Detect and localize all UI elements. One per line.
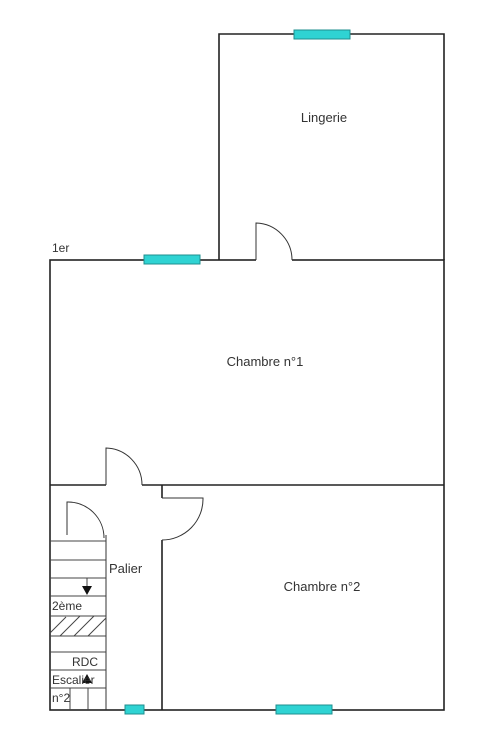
door-swing-chambre1: [105, 447, 143, 486]
window-chambre2-bottom: [275, 704, 333, 715]
doors: [66, 222, 293, 541]
stair-name-line1: Escalier: [52, 673, 95, 687]
window-lingerie-top: [293, 29, 351, 40]
stair-cut-hatch: [49, 615, 107, 637]
room-label-palier: Palier: [109, 561, 143, 576]
door-openings: [106, 258, 292, 540]
lingerie-walls: [218, 33, 445, 260]
walls: [49, 33, 445, 711]
room-label-chambre1: Chambre n°1: [227, 354, 304, 369]
labels: 1er Lingerie Chambre n°1 Chambre n°2 Pal…: [52, 110, 360, 705]
floor-label: 1er: [52, 241, 69, 255]
down-arrow-icon: [82, 586, 92, 595]
window-chambre1-top: [143, 254, 201, 265]
up-arrow-icon: [82, 674, 92, 683]
stair-level-upper: 2ème: [52, 599, 82, 613]
stair-name-line2: n°2: [52, 691, 70, 705]
room-label-lingerie: Lingerie: [301, 110, 347, 125]
stair-level-lower: RDC: [72, 655, 98, 669]
window-palier-bottom: [124, 704, 145, 715]
stairs: [49, 540, 107, 710]
door-swing-lingerie: [255, 222, 293, 261]
door-swing-chambre2: [161, 497, 204, 541]
windows: [124, 29, 351, 715]
room-label-chambre2: Chambre n°2: [284, 579, 361, 594]
door-swing-stairs: [66, 501, 105, 539]
